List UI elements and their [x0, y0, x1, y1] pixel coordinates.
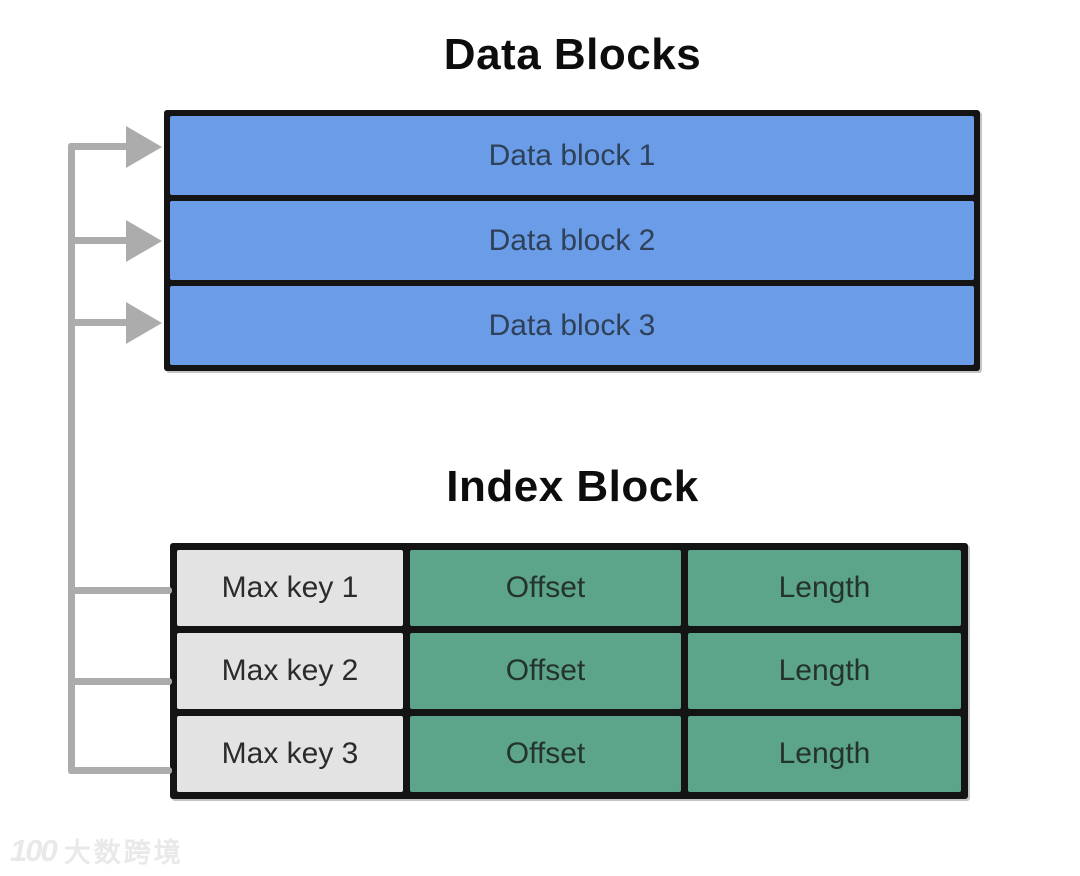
index-row-3-max-key: Max key 3 — [177, 716, 403, 792]
arrow-line-data-block-1 — [68, 143, 130, 150]
index-row-3-offset: Offset — [410, 716, 681, 792]
index-row-1-length: Length — [688, 550, 961, 626]
data-block-3-label: Data block 3 — [488, 308, 656, 342]
index-block-table: Max key 1 Offset Length Max key 2 Offset… — [170, 543, 968, 799]
data-blocks-stack: Data block 1 Data block 2 Data block 3 — [164, 110, 980, 371]
arrow-line-data-block-2 — [68, 237, 130, 244]
index-row-2-length: Length — [688, 633, 961, 709]
index-row-1-max-key: Max key 1 — [177, 550, 403, 626]
index-row-2-max-key: Max key 2 — [177, 633, 403, 709]
arrow-head-data-block-1-icon — [126, 126, 162, 168]
connector-line-index-row-3 — [68, 767, 172, 774]
data-blocks-title: Data Blocks — [443, 30, 702, 79]
index-row-2-offset: Offset — [410, 633, 681, 709]
watermark-text: 大数跨境 — [63, 838, 184, 868]
data-block-1: Data block 1 — [170, 116, 974, 195]
index-block-title: Index Block — [446, 462, 699, 511]
arrow-head-data-block-3-icon — [126, 302, 162, 344]
data-block-1-label: Data block 1 — [488, 138, 656, 172]
connector-line-index-row-1 — [68, 587, 172, 594]
watermark-logo-icon: 100 — [10, 832, 58, 868]
connector-line-index-row-2 — [68, 678, 172, 685]
index-row-3-length: Length — [688, 716, 961, 792]
arrow-head-data-block-2-icon — [126, 220, 162, 262]
arrow-line-data-block-3 — [68, 319, 130, 326]
data-block-2: Data block 2 — [170, 201, 974, 280]
data-block-2-label: Data block 2 — [488, 223, 656, 257]
index-row-1-offset: Offset — [410, 550, 681, 626]
watermark: 100 大数跨境 — [10, 831, 184, 870]
arrow-trunk-line — [68, 143, 75, 774]
data-block-3: Data block 3 — [170, 286, 974, 365]
